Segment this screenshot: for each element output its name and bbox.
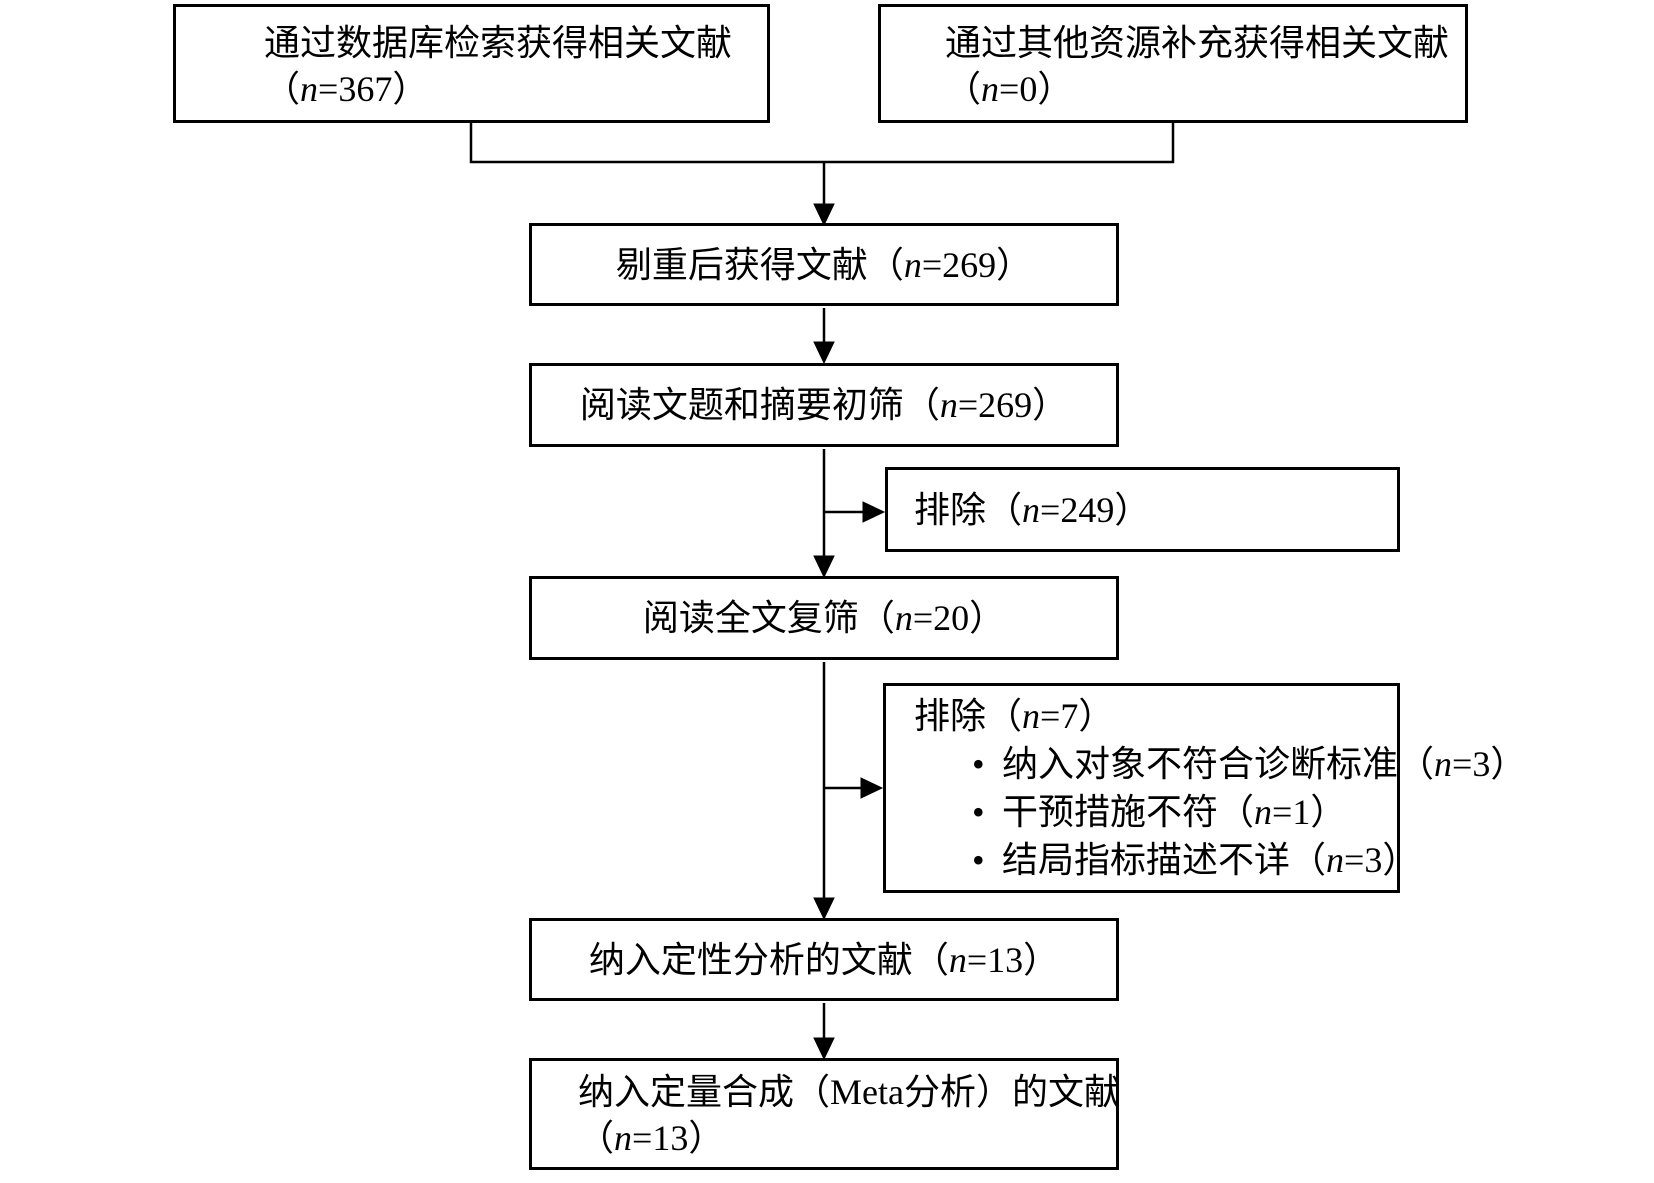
node-label-text: 剔重后获得文献 <box>615 244 868 285</box>
node-count-text: （n=269） <box>903 385 1069 425</box>
node-count-text: （n=13） <box>578 1118 725 1158</box>
node-count-text: （n=7） <box>986 696 1115 736</box>
node-other-sources-count: （n=0） <box>945 66 1455 112</box>
node-label-text: 排除 <box>914 696 987 736</box>
reason-label-text: 结局指标描述不详 <box>1002 840 1291 880</box>
node-qualitative-analysis: 纳入定性分析的文献（n=13） <box>529 918 1119 1001</box>
node-title-abstract-screening: 阅读文题和摘要初筛（n=269） <box>529 363 1119 447</box>
reason-count-text: （n=3） <box>1290 840 1419 880</box>
node-label-text: 纳入定性分析的文献 <box>588 939 913 980</box>
arrow-merge-to-dedup-head <box>813 203 835 227</box>
exclusion-reason-item: • 结局指标描述不详（n=3） <box>914 836 1418 884</box>
node-database-search-label: 通过数据库检索获得相关文献 <box>264 20 757 66</box>
connector-merge-line <box>469 121 1175 164</box>
node-label-text: 排除 <box>914 489 987 530</box>
node-count-text: （n=269） <box>867 244 1033 285</box>
node-count-text: （n=0） <box>945 69 1074 109</box>
arrow-fulltext-to-qualitative-head <box>813 897 835 921</box>
node-label-text: 阅读全文复筛 <box>642 598 859 638</box>
node-quantitative-meta-analysis: 纳入定量合成（Meta分析）的文献 （n=13） <box>529 1058 1120 1170</box>
node-excluded-initial: 排除（n=249） <box>885 467 1400 552</box>
node-database-search-count: （n=367） <box>264 66 757 112</box>
branch-excluded-initial-head <box>862 501 886 523</box>
exclusion-reason-list: •纳入对象不符合诊断标准（n=3） •干预措施不符（n=1） •结局指标描述不详… <box>914 740 1526 884</box>
node-label-text: 通过数据库检索获得相关文献 <box>264 23 733 63</box>
reason-count-text: （n=3） <box>1398 744 1527 784</box>
node-other-sources-label: 通过其他资源补充获得相关文献 <box>945 20 1455 66</box>
exclusion-reason-item: • 纳入对象不符合诊断标准（n=3） <box>914 740 1526 788</box>
node-fulltext-screening: 阅读全文复筛（n=20） <box>529 576 1119 660</box>
node-count-text: （n=20） <box>858 598 1006 638</box>
node-count-text: （n=13） <box>912 939 1060 980</box>
arrow-dedup-to-screen-head <box>813 341 835 365</box>
node-quantitative-count: （n=13） <box>578 1115 1106 1161</box>
node-count-text: （n=249） <box>986 489 1151 530</box>
node-label-text: 阅读文题和摘要初筛 <box>579 385 904 425</box>
bullet-icon: • <box>972 792 985 832</box>
arrow-qualitative-to-quantitative-head <box>813 1037 835 1061</box>
reason-count-text: （n=1） <box>1218 792 1347 832</box>
bullet-icon: • <box>972 840 985 880</box>
reason-label-text: 纳入对象不符合诊断标准 <box>1002 744 1399 784</box>
node-quantitative-label: 纳入定量合成（Meta分析）的文献 <box>578 1069 1120 1115</box>
node-deduplicated: 剔重后获得文献（n=269） <box>529 223 1119 306</box>
exclusion-reason-item: • 干预措施不符（n=1） <box>914 788 1387 836</box>
node-label-text: 通过其他资源补充获得相关文献 <box>945 23 1450 63</box>
bullet-icon: • <box>972 744 985 784</box>
node-excluded-fulltext: 排除（n=7） •纳入对象不符合诊断标准（n=3） •干预措施不符（n=1） •… <box>883 683 1526 893</box>
arrow-screen-to-fulltext-head <box>813 555 835 579</box>
node-count-text: （n=367） <box>264 69 429 109</box>
branch-excluded-fulltext-head <box>860 777 884 799</box>
node-database-search: 通过数据库检索获得相关文献 （n=367） <box>173 4 770 123</box>
node-other-sources: 通过其他资源补充获得相关文献 （n=0） <box>878 4 1468 123</box>
node-label-text: 纳入定量合成（Meta分析）的文献 <box>578 1072 1120 1112</box>
node-excluded-fulltext-title: 排除（n=7） <box>914 692 1387 740</box>
reason-label-text: 干预措施不符 <box>1002 792 1219 832</box>
